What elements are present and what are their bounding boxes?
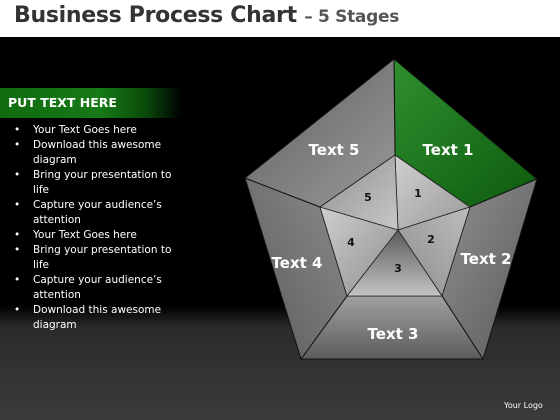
bullet-item: Bring your presentation to life — [14, 243, 179, 273]
bullet-item: Capture your audience’s attention — [14, 198, 179, 228]
segment-label-4: Text 4 — [272, 254, 323, 272]
slide-header: Business Process Chart – 5 Stages — [0, 0, 560, 37]
bullet-item: Your Text Goes here — [14, 228, 179, 243]
bullet-item: Download this awesome diagram — [14, 138, 179, 168]
slide-title-main: Business Process Chart — [14, 3, 297, 28]
segment-label-5: Text 5 — [309, 141, 360, 159]
segment-number-3: 3 — [394, 262, 402, 275]
segment-number-4: 4 — [347, 236, 355, 249]
sidebar-bullet-list: Your Text Goes here Download this awesom… — [14, 123, 179, 333]
segment-label-1: Text 1 — [423, 141, 474, 159]
segment-inner-5 — [319, 154, 399, 231]
segment-number-1: 1 — [414, 187, 422, 200]
footer-logo: Your Logo — [504, 401, 543, 410]
slide-title: Business Process Chart – 5 Stages — [14, 3, 399, 28]
segment-label-2: Text 2 — [461, 250, 512, 268]
bullet-item: Your Text Goes here — [14, 123, 179, 138]
bullet-item: Bring your presentation to life — [14, 168, 179, 198]
sidebar-heading: PUT TEXT HERE — [8, 95, 117, 110]
bullet-item: Download this awesome diagram — [14, 303, 179, 333]
bullet-item: Capture your audience’s attention — [14, 273, 179, 303]
segment-number-5: 5 — [364, 191, 372, 204]
sidebar-heading-bar — [0, 88, 182, 118]
segment-label-3: Text 3 — [368, 325, 419, 343]
segment-number-2: 2 — [427, 233, 435, 246]
slide-title-subtitle: – 5 Stages — [304, 7, 400, 27]
